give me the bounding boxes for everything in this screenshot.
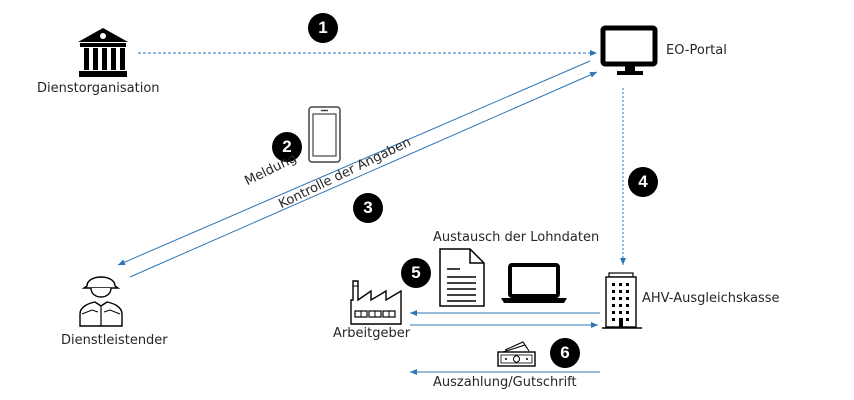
node-label-ahv: AHV-Ausgleichskasse — [642, 291, 780, 306]
arrow-step-3 — [129, 71, 598, 278]
document-icon — [439, 248, 485, 307]
step-badge-3: 3 — [353, 193, 383, 223]
arrow-step-2 — [117, 60, 591, 266]
monitor-icon — [600, 25, 658, 75]
laptop-icon — [501, 263, 567, 303]
node-label-eo-portal: EO-Portal — [666, 43, 727, 58]
step-badge-1: 1 — [308, 13, 338, 43]
step-badge-2: 2 — [272, 132, 302, 162]
step-badge-6: 6 — [550, 338, 580, 368]
soldier-person-icon — [79, 276, 123, 327]
step-label-lohndaten: Austausch der Lohndaten — [433, 230, 600, 245]
institution-building-icon — [78, 28, 128, 77]
factory-icon — [350, 280, 402, 325]
smartphone-icon — [308, 106, 341, 163]
step-label-auszahlung: Auszahlung/Gutschrift — [433, 375, 577, 390]
node-label-arbeitgeber: Arbeitgeber — [333, 326, 411, 341]
node-label-dienstleistender: Dienstleistender — [61, 333, 168, 348]
node-label-dienstorganisation: Dienstorganisation — [37, 81, 160, 96]
step-badge-5: 5 — [401, 258, 431, 288]
office-building-icon — [602, 272, 642, 329]
step-badge-4: 4 — [628, 167, 658, 197]
banknotes-icon — [497, 341, 536, 367]
